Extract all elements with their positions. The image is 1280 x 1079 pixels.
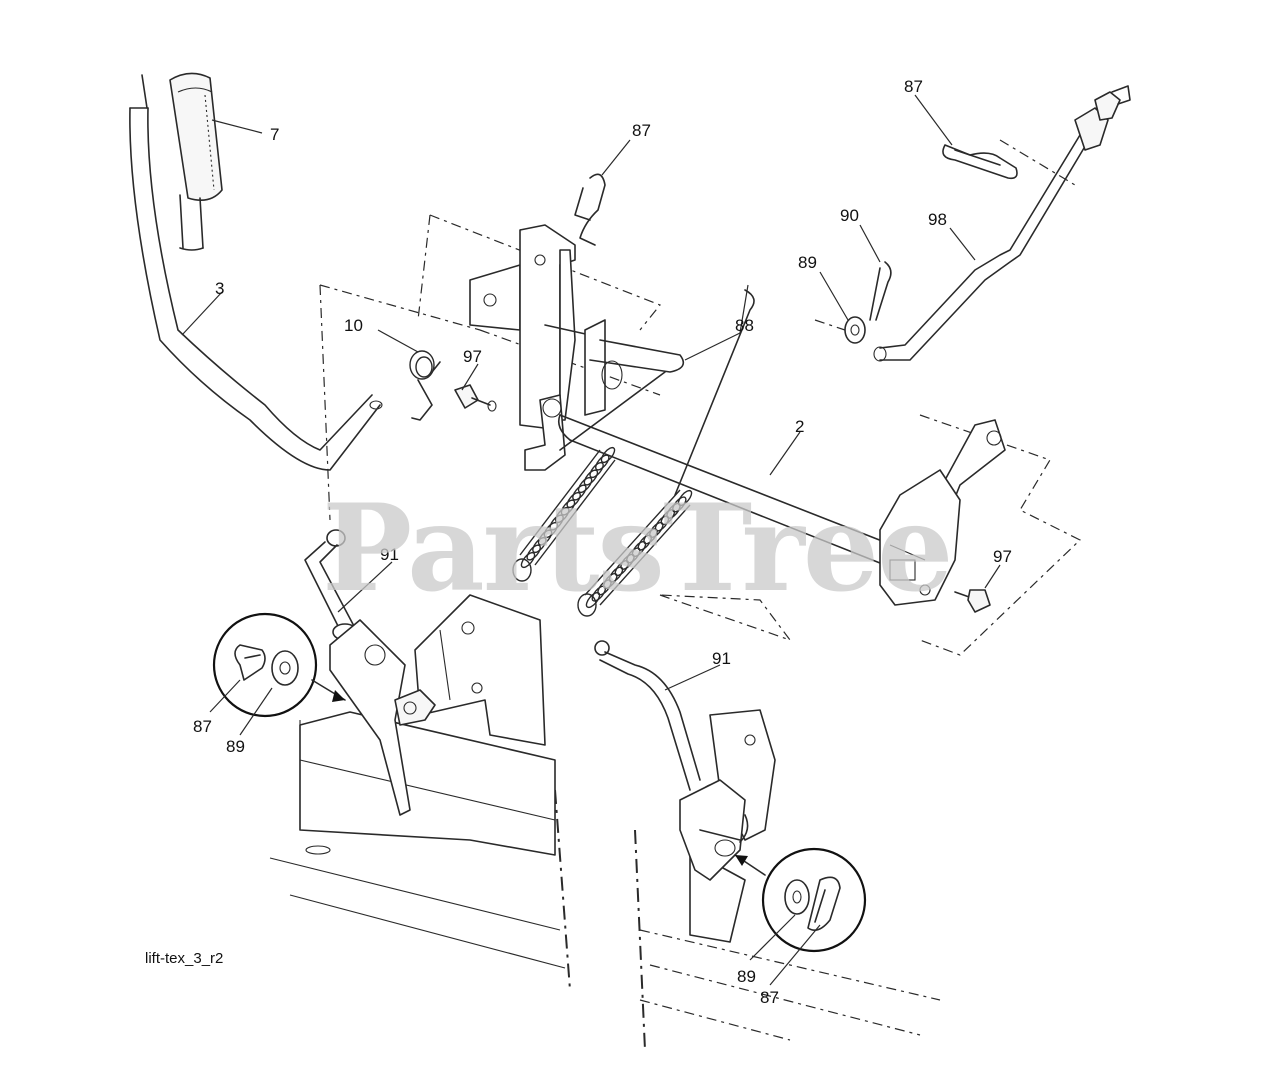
callout-89-right-detail: 89 xyxy=(737,967,756,986)
callout-89-top-right: 89 xyxy=(798,253,817,272)
callout-87-left-detail: 87 xyxy=(193,717,212,736)
washer-top-right xyxy=(844,316,866,344)
pin-top-right xyxy=(869,261,892,321)
extension-springs xyxy=(512,289,755,617)
callout-91-left: 91 xyxy=(380,545,399,564)
spring-coil-ring xyxy=(549,514,564,531)
center-bracket xyxy=(469,224,623,471)
lower-right-bracket xyxy=(679,709,776,881)
callout-87-right-detail: 87 xyxy=(760,988,779,1007)
spring-coil-ring xyxy=(677,489,693,507)
spring-coil-ring xyxy=(654,515,670,532)
callout-97-left: 97 xyxy=(463,347,482,366)
lift-handle-rod xyxy=(129,74,383,471)
callout-89-left-detail: 89 xyxy=(226,737,245,756)
spring-coil-ring xyxy=(577,476,593,494)
watermark-logo: PartsTree xyxy=(322,478,951,619)
spring-coil-ring xyxy=(537,529,553,546)
spring-coil-ring xyxy=(583,469,599,486)
callout-97-right: 97 xyxy=(993,547,1012,566)
callout-3: 3 xyxy=(215,279,224,298)
spring-coil-ring xyxy=(637,534,653,551)
hairpin-clip-top-right xyxy=(942,144,1018,180)
top-right-rod xyxy=(873,85,1131,362)
torsion-spring xyxy=(409,350,441,421)
callout-87-top-center: 87 xyxy=(632,121,651,140)
lift-shaft xyxy=(557,414,901,566)
spring-coil-ring xyxy=(555,506,570,524)
callout-88: 88 xyxy=(735,316,754,335)
callouts: 7 87 87 3 10 97 88 90 98 89 2 97 91 91 8… xyxy=(193,77,1012,1007)
handle-grip xyxy=(169,72,223,201)
spring-coil-ring xyxy=(532,536,547,554)
spring-coil-ring xyxy=(560,499,576,516)
spring-coil-ring xyxy=(595,454,610,471)
spring-coil-ring xyxy=(660,509,676,526)
spring-coil-ring xyxy=(566,491,581,509)
diagram-caption: lift-tex_3_r2 xyxy=(145,950,223,967)
callout-90: 90 xyxy=(840,206,859,225)
link-right xyxy=(594,640,731,805)
spring-coil-ring xyxy=(526,544,541,561)
bolt-right xyxy=(954,589,991,613)
spring-coil-ring xyxy=(572,484,587,501)
leader-lines xyxy=(181,94,1001,986)
hairpin-clip-top-center xyxy=(574,173,606,246)
callout-87-top-right: 87 xyxy=(904,77,923,96)
lower-left-bracket xyxy=(329,594,546,816)
spring-coil-ring xyxy=(520,551,536,569)
right-bracket xyxy=(879,419,1006,606)
spring-coil-ring xyxy=(591,585,607,602)
deck-body-left xyxy=(299,711,556,856)
callout-7: 7 xyxy=(270,125,279,144)
spring-coil-ring xyxy=(608,566,624,583)
callout-10: 10 xyxy=(344,316,363,335)
callout-91-right: 91 xyxy=(712,649,731,668)
detail-circle-left xyxy=(212,612,346,718)
spring-coil-ring xyxy=(672,496,687,513)
spring-coil-ring xyxy=(614,560,630,577)
bolt-left xyxy=(454,384,497,412)
callout-2: 2 xyxy=(795,417,804,436)
spring-coil-ring xyxy=(543,521,559,539)
spring-coil-ring xyxy=(589,461,604,479)
spring-coil-ring xyxy=(631,540,647,558)
spring-coil-ring xyxy=(600,446,616,464)
callout-98: 98 xyxy=(928,210,947,229)
detail-circle-right xyxy=(734,847,867,953)
